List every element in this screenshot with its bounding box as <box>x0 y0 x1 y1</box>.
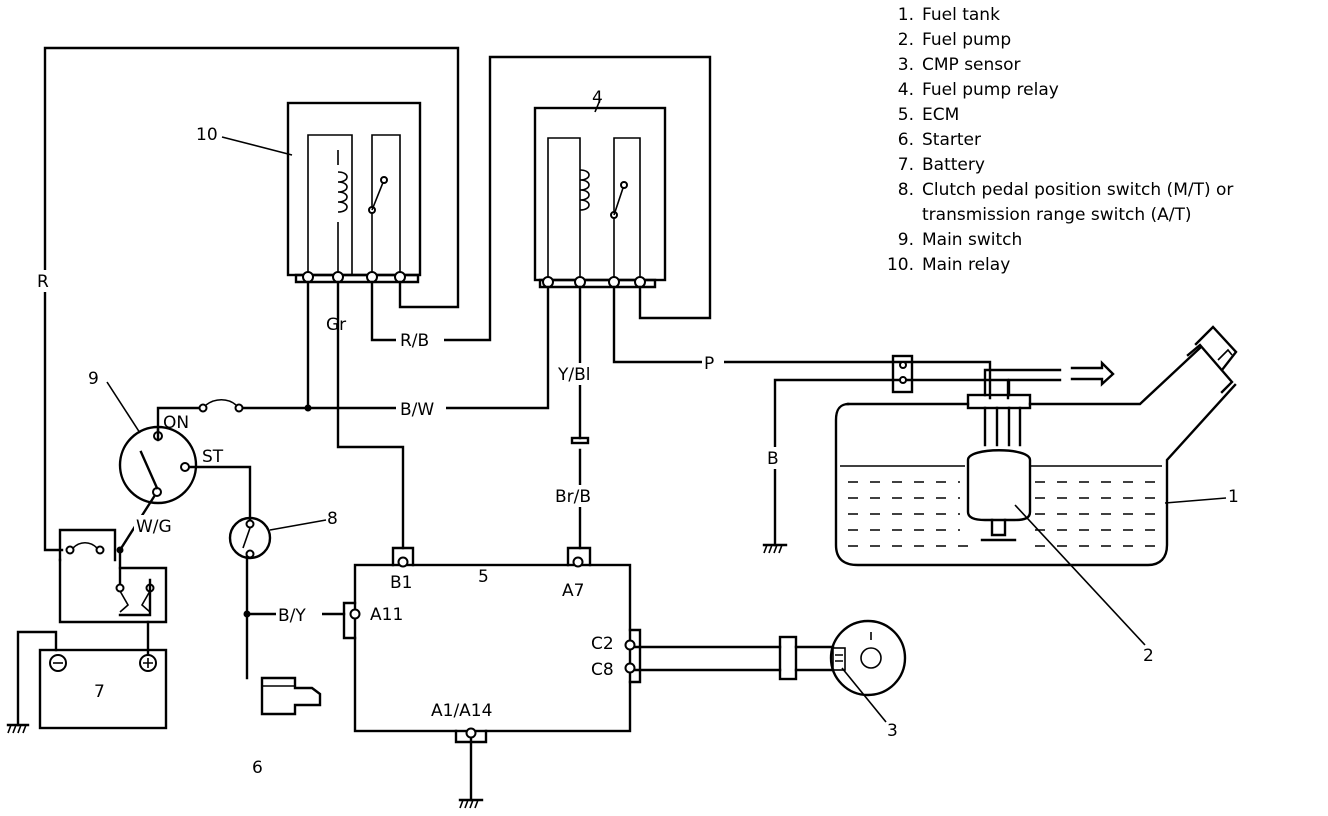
callout-1: 1 <box>1228 487 1239 507</box>
ground-symbol <box>458 798 484 809</box>
main-relay <box>286 101 422 284</box>
wire-connector <box>570 436 590 445</box>
fuse <box>198 398 244 413</box>
junction-dot <box>304 404 312 412</box>
ecm-terminal-a7: A7 <box>562 581 584 601</box>
callout-6: 6 <box>252 758 263 778</box>
fuel-pump <box>891 354 1115 542</box>
ecm-terminal-a1a14: A1/A14 <box>431 701 492 721</box>
wire-label-by: B/Y <box>278 606 306 626</box>
callout-10: 10 <box>196 125 218 145</box>
legend-item: 9.Main switch <box>897 230 1023 250</box>
wire-label-ybl: Y/Bl <box>557 365 591 385</box>
component-legend: 1.Fuel tank 2.Fuel pump 3.CMP sensor 4.F… <box>878 3 1233 278</box>
ecm-terminal-c8: C8 <box>591 660 614 680</box>
wire-label-b: B <box>767 449 779 469</box>
callout-4: 4 <box>592 88 603 108</box>
cmp-sensor <box>778 619 907 697</box>
callout-9: 9 <box>88 369 99 389</box>
junction-dot <box>243 610 251 618</box>
legend-item: 5.ECM <box>897 105 960 125</box>
legend-item: 3.CMP sensor <box>897 55 1021 75</box>
fusible-link-block <box>58 528 168 660</box>
callout-8: 8 <box>327 509 338 529</box>
switch-label-on: ON <box>163 413 189 433</box>
legend-item: 7.Battery <box>897 155 985 175</box>
ecm <box>342 546 642 744</box>
ground-symbol <box>762 543 788 554</box>
legend-item: 2.Fuel pump <box>897 30 1012 50</box>
main-switch <box>118 425 198 505</box>
callout-leaders <box>106 99 1227 723</box>
starter <box>260 676 322 716</box>
legend-item: 1.Fuel tank <box>897 5 1000 25</box>
callout-7: 7 <box>94 682 105 702</box>
ecm-terminal-b1: B1 <box>390 573 412 593</box>
fuel-pump-relay <box>533 106 667 289</box>
wire-label-rb: R/B <box>400 331 429 351</box>
ecm-terminal-c2: C2 <box>591 634 614 654</box>
legend-item: 6.Starter <box>897 130 981 150</box>
clutch-pedal-switch <box>228 516 272 560</box>
callout-5: 5 <box>478 567 489 587</box>
legend-item: 10.Main relay <box>886 255 1011 275</box>
legend-item: 4.Fuel pump relay <box>897 80 1059 100</box>
wire-label-wg: W/G <box>136 517 172 537</box>
fuel-tank <box>834 325 1238 567</box>
switch-label-st: ST <box>202 447 224 467</box>
callout-3: 3 <box>887 721 898 741</box>
wire-label-r: R <box>37 272 49 292</box>
ecm-terminal-a11: A11 <box>370 605 403 625</box>
wire-label-p: P <box>704 354 714 374</box>
callout-2: 2 <box>1143 646 1154 666</box>
battery <box>38 648 168 730</box>
ground-symbol <box>6 723 30 734</box>
wire-label-brb: Br/B <box>555 487 591 507</box>
wire-label-gr: Gr <box>326 315 346 335</box>
wire-label-bw: B/W <box>400 400 434 420</box>
